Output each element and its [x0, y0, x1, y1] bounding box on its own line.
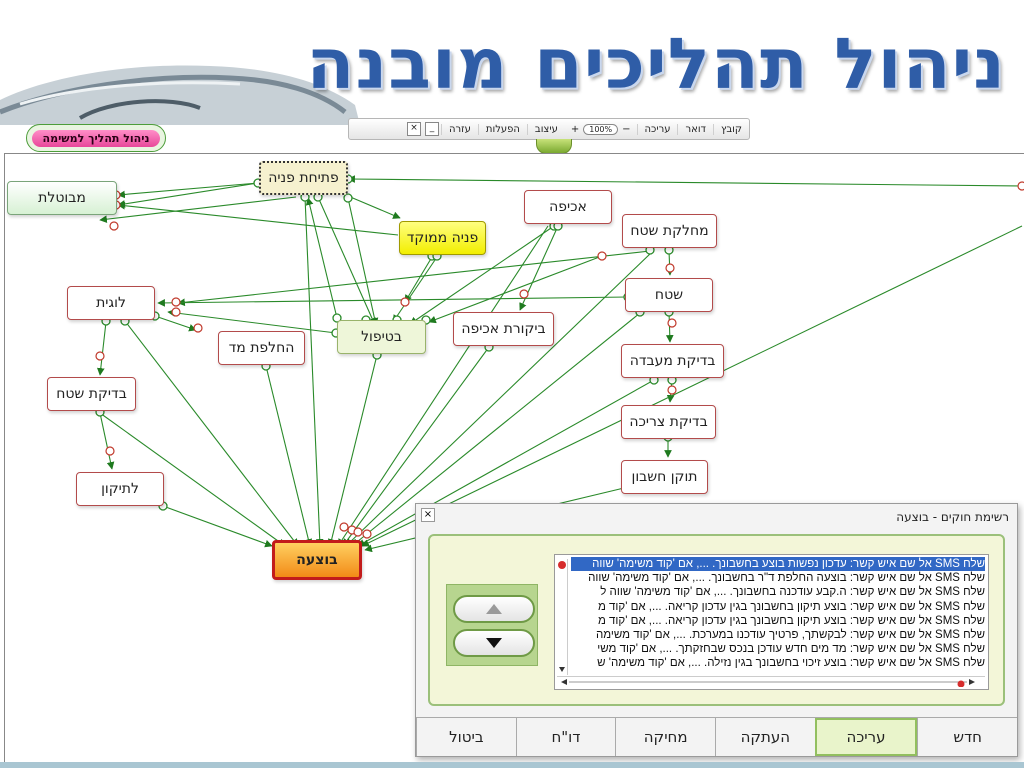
manage-task-process-button[interactable]: ניהול תהליך למשימה — [26, 124, 166, 152]
dialog-title: רשימת חוקים - בוצעה — [896, 510, 1009, 524]
toolbar: קובץ דואר עריכה + 100% − עיצוב הפעלות עז… — [348, 118, 750, 140]
move-up-button[interactable] — [453, 595, 535, 623]
node-for-repair[interactable]: לתיקון — [76, 472, 164, 506]
rule-row[interactable]: שלח SMS אל שם איש קשר: עדכון נפשות בוצע … — [571, 557, 985, 572]
rules-panel: שלח SMS אל שם איש קשר: עדכון נפשות בוצע … — [428, 534, 1005, 706]
node-handling[interactable]: בטיפול — [337, 320, 426, 354]
menu-actions[interactable]: הפעלות — [477, 123, 527, 135]
down-arrow-icon — [486, 638, 502, 648]
header-banner: ניהול תהליכים מובנה — [0, 0, 1024, 125]
zoom-control: + 100% − — [565, 123, 637, 135]
menu-help[interactable]: עזרה — [440, 123, 478, 135]
node-cancelled[interactable]: מבוטלת — [7, 181, 117, 215]
node-open-case[interactable]: פתיחת פניה — [259, 161, 348, 195]
rule-row[interactable]: שלח SMS אל שם איש קשר: בוצע תיקון בחשבונ… — [597, 600, 985, 613]
zoom-level[interactable]: 100% — [583, 123, 619, 135]
zoom-in-button[interactable]: + — [570, 123, 580, 135]
move-down-button[interactable] — [453, 629, 535, 657]
menu-mail[interactable]: דואר — [677, 123, 713, 135]
rule-row[interactable]: שלח SMS אל שם איש קשר: לבקשתך, פרטיך עוד… — [595, 628, 985, 641]
report-button[interactable]: דו"ח — [515, 718, 616, 756]
edit-rule-button[interactable]: עריכה — [814, 718, 918, 756]
dialog-actions: חדש עריכה העתקה מחיקה דו"ח ביטול — [415, 717, 1017, 756]
menu-edit[interactable]: עריכה — [636, 123, 678, 135]
rules-rows: שלח SMS אל שם איש קשר: עדכון נפשות בוצע … — [571, 557, 985, 671]
node-enforcement-check[interactable]: ביקורת אכיפה — [453, 312, 554, 346]
manage-task-process-label: ניהול תהליך למשימה — [32, 129, 160, 147]
reorder-controls — [446, 584, 538, 666]
node-focused-case[interactable]: פניה ממוקד — [399, 221, 486, 255]
close-button[interactable]: × — [406, 122, 421, 136]
node-field[interactable]: שטח — [625, 278, 713, 312]
node-done[interactable]: בוצעה — [272, 540, 362, 580]
node-field-check[interactable]: בדיקת שטח — [47, 377, 136, 411]
rule-row[interactable]: שלח SMS אל שם איש קשר: בוצע זיכוי בחשבונ… — [597, 657, 985, 670]
node-replace-meter[interactable]: החלפת מד — [218, 331, 305, 365]
menu-file[interactable]: קובץ — [713, 123, 749, 135]
dialog-close-button[interactable]: × — [421, 508, 435, 522]
rules-list[interactable]: שלח SMS אל שם איש קשר: עדכון נפשות בוצע … — [554, 554, 989, 690]
bottom-strip — [0, 762, 1024, 768]
up-arrow-icon — [486, 604, 502, 614]
rule-row[interactable]: שלח SMS אל שם איש קשר: מד מים חדש עודכן … — [597, 643, 985, 656]
node-bill-fixed[interactable]: תוקן חשבון — [621, 460, 708, 494]
rules-list-vertical-scrollbar[interactable] — [557, 559, 568, 675]
copy-rule-button[interactable]: העתקה — [714, 718, 815, 756]
rules-list-horizontal-scrollbar[interactable] — [557, 676, 985, 688]
node-logistics[interactable]: לוגית — [67, 286, 155, 320]
node-consumption-check[interactable]: בדיקת צריכה — [621, 405, 716, 439]
node-enforcement[interactable]: אכיפה — [524, 190, 612, 224]
workflow-canvas — [4, 153, 1024, 766]
rule-row[interactable]: שלח SMS אל שם איש קשר: ה.קבע עודכנה בחשב… — [600, 586, 985, 599]
menu-design[interactable]: עיצוב — [526, 123, 565, 135]
car-image — [0, 65, 360, 125]
horizontal-scroll-arrows-icon — [561, 679, 975, 688]
rule-row[interactable]: שלח SMS אל שם איש קשר: בוצעה החלפת ד"ר ב… — [588, 572, 985, 585]
new-rule-button[interactable]: חדש — [917, 718, 1017, 756]
cancel-button[interactable]: ביטול — [415, 718, 516, 756]
rules-dialog: רשימת חוקים - בוצעה × שלח SMS אל שם איש … — [415, 503, 1018, 757]
page-title: ניהול תהליכים מובנה — [306, 23, 1006, 105]
delete-rule-button[interactable]: מחיקה — [615, 718, 715, 756]
zoom-out-button[interactable]: − — [622, 123, 631, 135]
node-field-dept[interactable]: מחלקת שטח — [622, 214, 717, 248]
node-lab-check[interactable]: בדיקת מעבדה — [621, 344, 724, 378]
edge-lines — [96, 175, 1023, 553]
scrollbar-arrows-icon — [558, 561, 566, 672]
rule-row[interactable]: שלח SMS אל שם איש קשר: בוצע תיקון בחשבונ… — [597, 614, 985, 627]
minimize-button[interactable]: _ — [424, 122, 439, 136]
